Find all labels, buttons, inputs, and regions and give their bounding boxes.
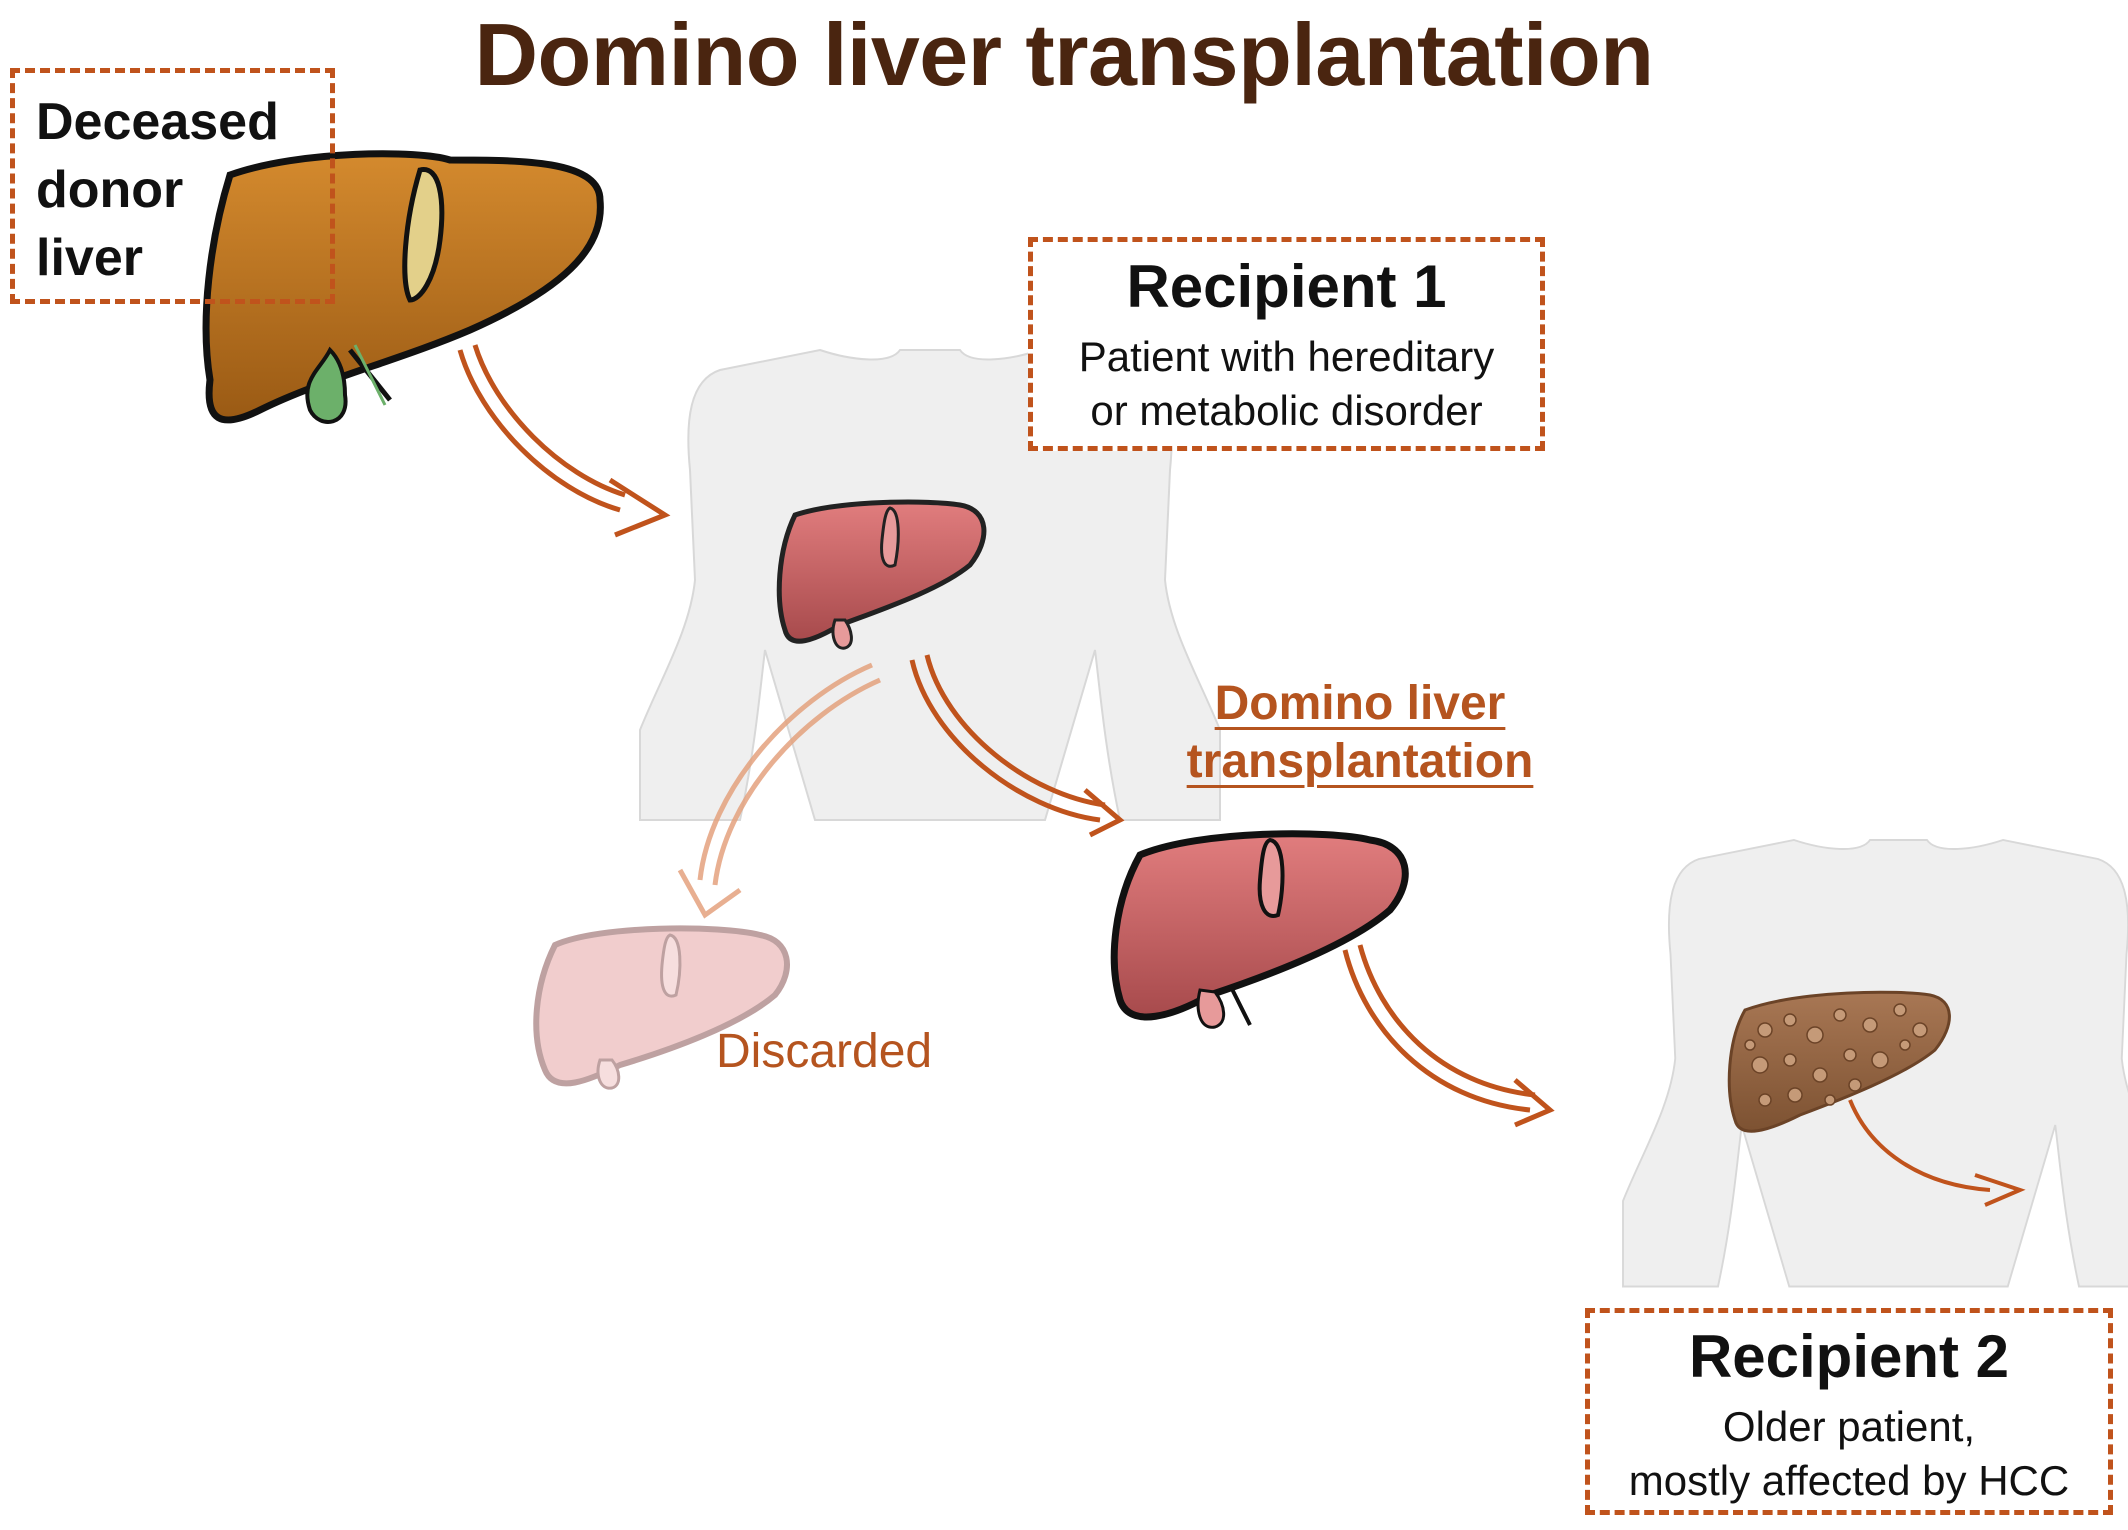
donor-label-line: liver [36,229,143,287]
recipient1-liver-illustration [776,499,987,650]
arrow-hcc-out [1848,1099,2026,1207]
recipient2-description-line: mostly affected by HCC [1628,1457,2070,1504]
donor-label-line: donor [36,161,184,219]
donor-label-line: Deceased [36,93,279,151]
domino-transplantation-label: Domino liver transplantation [1160,675,1560,791]
recipient2-box [1585,1308,2113,1515]
hcc-liver-illustration [1727,990,1951,1133]
recipient2-description-line: Older patient, [1722,1403,1976,1450]
domino-label-line: transplantation [1186,735,1534,788]
arrow-donor-to-recipient1 [457,344,671,538]
arrow-recipient1-to-discarded [677,662,882,919]
donor-box [10,68,335,304]
domino-label-line: Domino liver [1214,677,1506,730]
recipient1-title: Recipient 1 [1126,253,1447,320]
donor-liver-illustration [202,150,604,424]
recipient1-box [1028,237,1545,451]
discarded-liver-illustration [533,925,790,1090]
recipient1-description-line: or metabolic disorder [1090,387,1483,434]
recipient1-description: Patient with hereditary or metabolic dis… [1028,330,1545,438]
discarded-label: Discarded [716,1025,933,1078]
recipient2-title: Recipient 2 [1688,1323,2010,1390]
domino-liver-illustration [1110,830,1409,1029]
diagram-title: Domino liver transplantation [474,5,1654,104]
recipient1-description-line: Patient with hereditary [1078,333,1495,380]
arrow-recipient1-to-domino [909,654,1125,838]
donor-label: Deceased donor liver [36,88,279,292]
arrow-domino-to-recipient2 [1342,944,1555,1128]
recipient2-description: Older patient, mostly affected by HCC [1585,1400,2113,1508]
